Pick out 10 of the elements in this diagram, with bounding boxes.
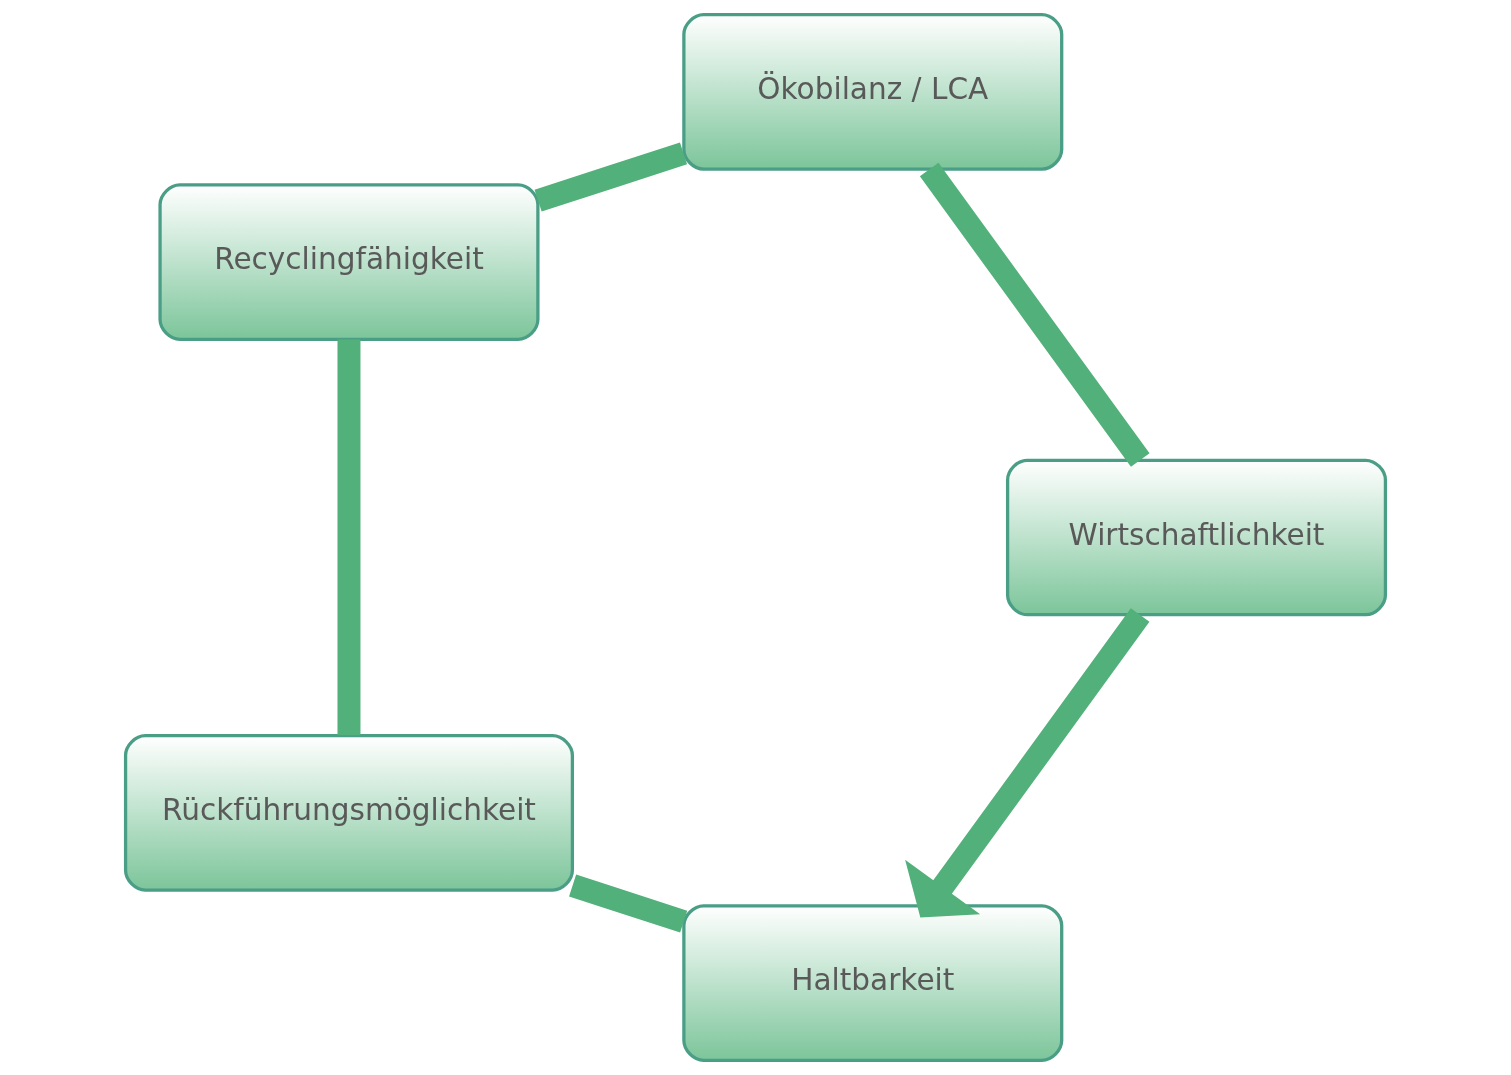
node-box: Recyclingfähigkeit — [158, 183, 540, 341]
node-box: Wirtschaftlichkeit — [1005, 458, 1388, 617]
arrow — [905, 608, 1150, 918]
node-box: Rückführungsmöglichkeit — [123, 734, 575, 892]
connector — [919, 162, 1150, 467]
connector — [337, 339, 361, 736]
connector — [534, 142, 688, 212]
node-box: Ökobilanz / LCA — [682, 13, 1064, 171]
connector — [569, 874, 688, 933]
node-box: Haltbarkeit — [682, 904, 1064, 1062]
